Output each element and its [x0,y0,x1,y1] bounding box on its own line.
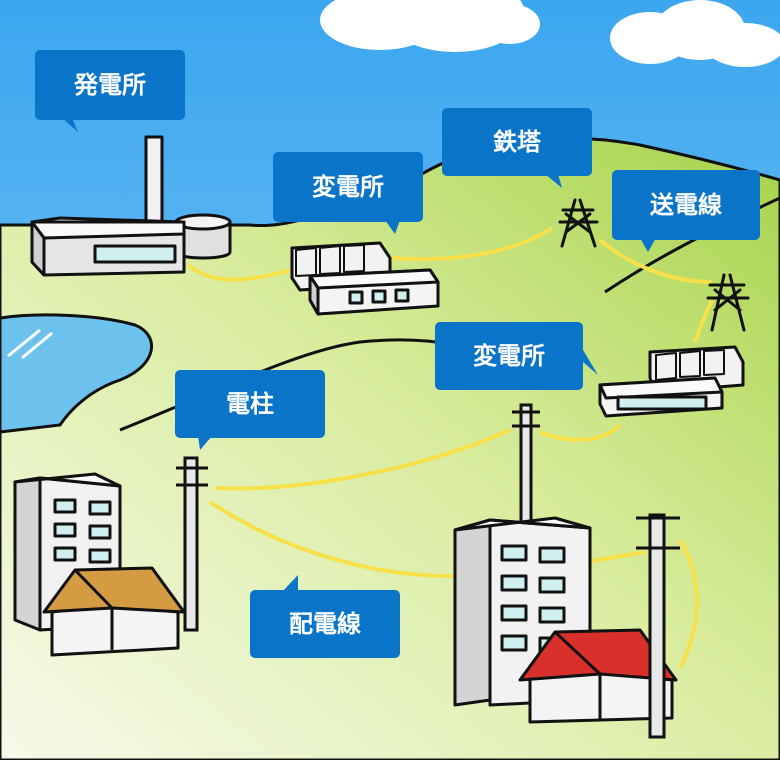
callout-substation-top: 変電所 [273,152,423,234]
house-right [518,628,678,724]
power-plant [30,135,232,277]
label-transmission-line: 送電線 [650,191,722,219]
label-substation-top: 変電所 [312,173,384,201]
steel-tower-right [706,273,750,332]
line-tower-to-substation [693,299,714,343]
utility-pole-right [636,513,680,739]
line-substation-to-tower [389,226,554,262]
steel-tower-top [558,198,599,248]
callout-power-plant: 発電所 [35,50,185,132]
callout-steel-tower: 鉄塔 [442,108,592,188]
substation-mid [598,345,745,418]
house-left [42,566,186,657]
lake [0,313,153,434]
callout-utility-pole: 電柱 [175,370,325,450]
line-pole-to-pole-left [214,428,511,491]
distribution-line-right [678,538,699,669]
cloud-top-center [320,0,540,52]
label-substation-mid: 変電所 [473,342,545,370]
line-plant-to-substation [186,263,293,282]
label-steel-tower: 鉄塔 [493,128,542,156]
cloud-top-right [610,0,780,67]
substation-top [290,241,440,316]
callout-distribution-line: 配電線 [250,575,400,658]
callout-transmission-line: 送電線 [612,170,760,252]
label-power-plant: 発電所 [73,71,146,99]
utility-pole-left [176,456,208,632]
label-utility-pole: 電柱 [226,390,274,418]
callout-substation-mid: 変電所 [435,322,598,390]
line-substation-to-pole [539,423,622,442]
line-tower-to-tower [598,238,713,284]
label-distribution-line: 配電線 [289,610,361,638]
